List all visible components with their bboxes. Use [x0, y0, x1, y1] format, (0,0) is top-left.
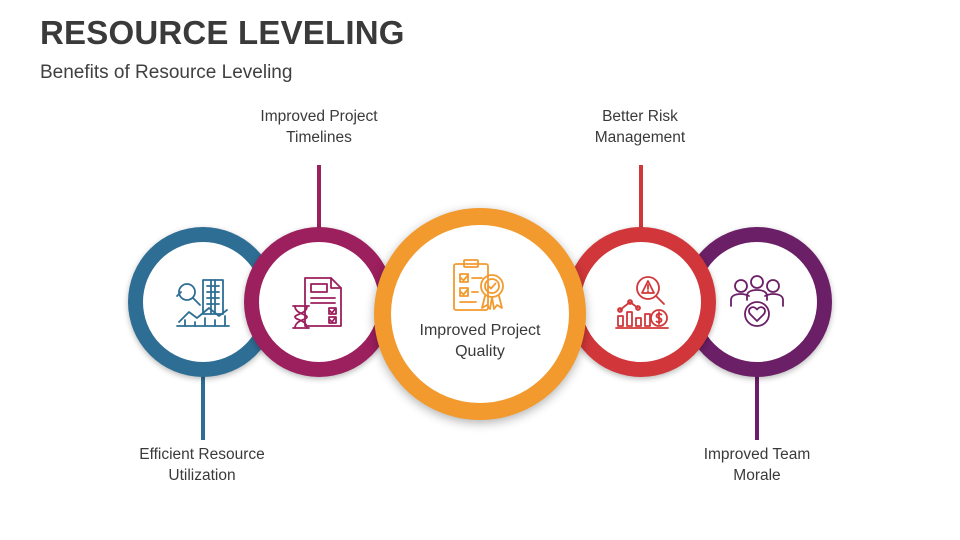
- circle-improved-project-timelines: [244, 227, 394, 377]
- quality-certificate-icon: [453, 259, 504, 311]
- page-title: RESOURCE LEVELING: [40, 14, 405, 51]
- team-heart-icon: [730, 275, 784, 327]
- analytics-search-icon: [176, 279, 230, 327]
- connector-line-5: [755, 372, 759, 440]
- label-better-risk-management: Better Risk Management: [594, 108, 686, 146]
- circle-improved-project-quality: [374, 208, 586, 420]
- timeline-document-icon: [292, 277, 342, 329]
- circle-better-risk-management: [566, 227, 716, 377]
- label-improved-project-timelines: Improved Project Timelines: [260, 108, 378, 146]
- connector-line-4: [639, 165, 643, 229]
- label-efficient-resource-utilization: Efficient Resource Utilization: [139, 446, 265, 484]
- connector-line-2: [317, 165, 321, 229]
- connector-line-1: [201, 372, 205, 440]
- label-improved-project-quality: Improved Project Quality: [419, 322, 541, 360]
- label-improved-team-morale: Improved Team Morale: [703, 446, 811, 484]
- page-subtitle: Benefits of Resource Leveling: [40, 62, 293, 83]
- risk-analysis-icon: [615, 276, 669, 329]
